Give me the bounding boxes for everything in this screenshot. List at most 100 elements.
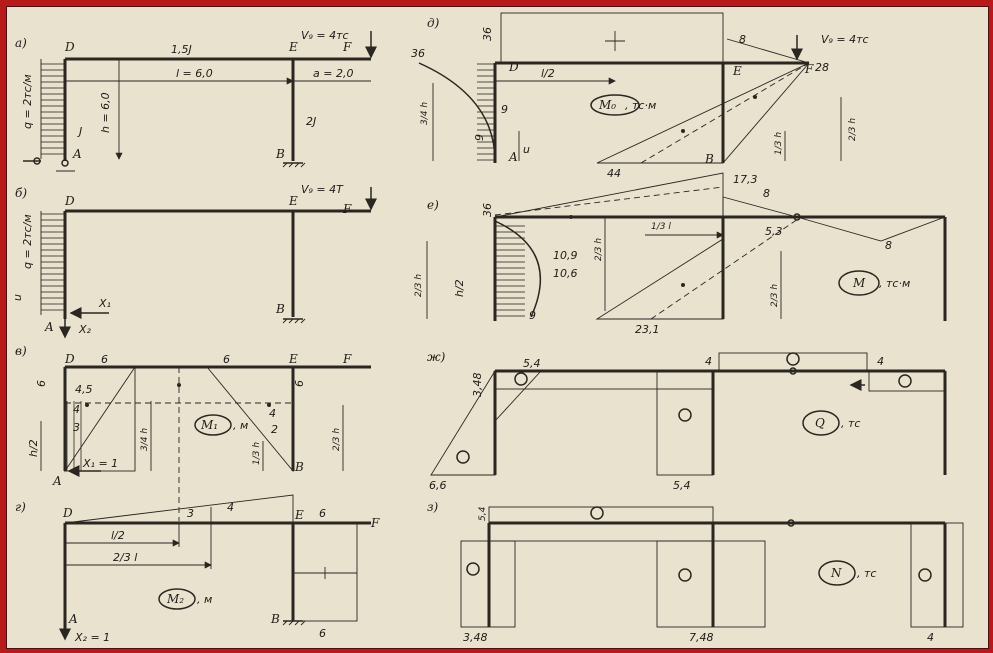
panel-zh: ж) 5,4 3,48 4 4 6,6 5,4 Q , тс — [427, 350, 947, 492]
val-36a-d: 36 — [411, 47, 425, 60]
val-9-e: 9 — [529, 309, 536, 322]
val-28-d: 28 — [815, 61, 829, 74]
panel-g: г) D E F A B 3 4 6 6 l/2 2/3 l X₂ = 1 M₂… — [15, 494, 380, 644]
m0-unit: , тс·м — [625, 99, 656, 112]
panel-a-tag: а) — [15, 36, 27, 50]
val-54a-zh: 5,4 — [523, 357, 541, 370]
node-b-b: B — [275, 302, 285, 316]
val-6b: 6 — [223, 353, 230, 366]
n-badge — [818, 560, 856, 586]
val-173-e: 17,3 — [733, 173, 758, 186]
panel-a: а) D E F A B 1,5J V₉ = 4тс l = 6,0 a = 2… — [15, 29, 377, 172]
node-f: F — [342, 40, 352, 54]
node-b: B — [275, 147, 285, 161]
m2-unit: , м — [197, 593, 212, 606]
q-badge — [802, 410, 840, 436]
val-4a-zh: 4 — [705, 355, 712, 368]
panel-e: е) 36 17,3 8 8 5,3 10,9 10,6 9 23,1 1/3 … — [414, 172, 947, 336]
dim-h34-d: 3/4 h — [420, 102, 430, 125]
node-f-v: F — [342, 352, 352, 366]
m1-badge — [194, 414, 232, 436]
val-6c: 6 — [35, 380, 48, 387]
q-col-a-triangle — [430, 369, 496, 476]
overhang-label: a = 2,0 — [313, 67, 353, 80]
panel-d-tag: д) — [427, 16, 440, 30]
x2-label: X₂ — [78, 323, 92, 336]
val-54-z: 5,4 — [478, 506, 488, 521]
node-a-v: A — [52, 474, 62, 488]
dim-h13-d: 1/3 h — [774, 132, 784, 155]
dim-h23a-e: 2/3 h — [594, 238, 604, 261]
m1-triangle-right — [206, 366, 294, 473]
val-748-z: 7,48 — [689, 631, 714, 644]
col-left-stiffness: J — [77, 125, 82, 138]
m2-column-rect — [292, 522, 358, 622]
node-d-g: D — [62, 506, 73, 520]
panel-g-tag: г) — [15, 500, 26, 514]
val-36-e: 36 — [481, 203, 494, 217]
panel-b-tag: б) — [15, 186, 27, 200]
val-36b-d: 36 — [481, 27, 494, 41]
q-beam-de — [494, 370, 714, 390]
val-53-e: 5,3 — [765, 225, 783, 238]
m0-name: M₀ — [598, 98, 616, 112]
val-8a-e: 8 — [763, 187, 770, 200]
panel-z-tag: з) — [427, 500, 439, 514]
node-f-b: F — [342, 202, 352, 216]
val-4-g: 4 — [227, 501, 234, 514]
node-b-g: B — [270, 612, 280, 626]
node-e: E — [288, 40, 298, 54]
u-label: u — [11, 294, 24, 301]
val-66-zh: 6,6 — [429, 479, 447, 492]
val-6d: 6 — [293, 380, 306, 387]
panel-v-tag: в) — [15, 344, 27, 358]
node-e-g: E — [294, 508, 304, 522]
val-3a: 3 — [73, 421, 80, 434]
m0-column-triangle — [596, 62, 810, 164]
dim-h34: 3/4 h — [140, 428, 150, 451]
dim-l2-d: l/2 — [541, 67, 555, 80]
val-231-e: 23,1 — [635, 323, 660, 336]
q-unit: , тс — [841, 417, 860, 430]
x1-label: X₁ — [98, 297, 111, 310]
node-a: A — [72, 147, 82, 161]
val-4b-zh: 4 — [877, 355, 884, 368]
val-8-d: 8 — [739, 33, 746, 46]
m1-unit: , м — [233, 419, 248, 432]
panel-v: в) D E F A B 6 6 6 6 4,5 4 4 3 2 h/ — [15, 344, 371, 521]
val-106-e: 10,6 — [553, 267, 578, 280]
hinge-support-a — [61, 159, 69, 167]
load-label-b: V₉ = 4Т — [301, 183, 344, 196]
panel-d: д) D E F A B 36 36 9 9 44 28 8 l/2 3/4 h — [411, 12, 869, 180]
dim-h13: 1/3 h — [252, 442, 262, 465]
n-col-a — [460, 540, 516, 628]
val-4b: 4 — [269, 407, 276, 420]
n-beam — [488, 506, 714, 542]
dim-l13-e: 1/3 l — [651, 222, 671, 232]
height-label: h = 6,0 — [99, 92, 112, 133]
val-6a-g: 6 — [319, 507, 326, 520]
val-54b-zh: 5,4 — [673, 479, 691, 492]
beam-stiffness: 1,5J — [171, 43, 192, 56]
m-col-b-hatch — [595, 238, 724, 320]
x1-unit: X₁ = 1 — [82, 457, 118, 470]
val-6a: 6 — [101, 353, 108, 366]
node-d: D — [64, 40, 75, 54]
n-unit: , тс — [857, 567, 876, 580]
m-beam-hatch — [494, 172, 724, 218]
m1-triangle-left — [64, 366, 136, 473]
dim-h23-d: 2/3 h — [848, 118, 858, 141]
val-6b-g: 6 — [319, 627, 326, 640]
node-a-b: A — [44, 320, 54, 334]
dim-h23c-e: 2/3 h — [770, 284, 780, 307]
node-e-v: E — [288, 352, 298, 366]
node-e-d: E — [732, 64, 742, 78]
node-a-g: A — [68, 612, 78, 626]
node-b-v: B — [294, 460, 304, 474]
m2-name: M₂ — [166, 592, 184, 606]
panel-b: б) D E F A B V₉ = 4Т q = 2тс/м X₁ X₂ u — [11, 183, 377, 339]
val-45: 4,5 — [75, 383, 93, 396]
u-label-d: u — [523, 143, 530, 156]
val-9b-d: 9 — [473, 134, 486, 141]
m0-badge — [590, 94, 640, 116]
